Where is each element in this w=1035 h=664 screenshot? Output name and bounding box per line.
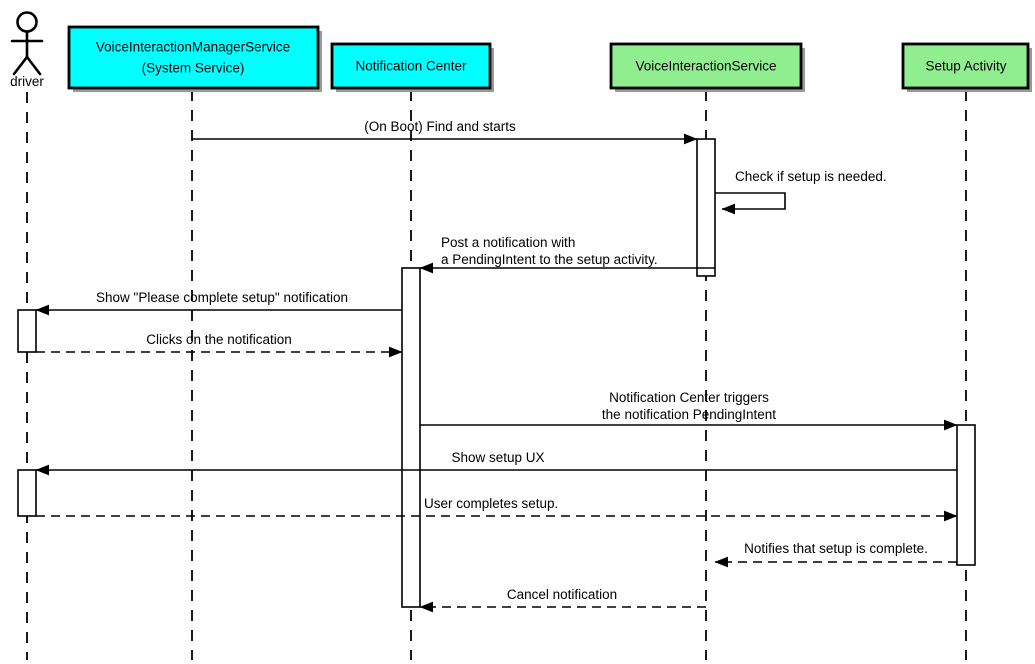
- message-label-m6-line1: Notification Center triggers: [609, 390, 769, 405]
- activation-bar-driver-2: [17, 469, 37, 517]
- participant-box-vims[interactable]: [67, 25, 320, 90]
- message-show-please-complete-setup-notification[interactable]: Show "Please complete setup" notificatio…: [35, 290, 402, 316]
- message-label-m9: Notifies that setup is complete.: [744, 541, 928, 556]
- participant-box-setup-activity[interactable]: [901, 42, 1030, 90]
- participant-label-vims-line1: VoiceInteractionManagerService: [96, 40, 290, 55]
- message-check-if-setup-is-needed[interactable]: Check if setup is needed.: [715, 169, 887, 215]
- activation-bars-group: [17, 138, 976, 608]
- participant-label-vims-line2: (System Service): [142, 61, 245, 76]
- participant-vis[interactable]: VoiceInteractionService: [609, 42, 805, 92]
- message-label-m3-line2: a PendingIntent to the setup activity.: [441, 252, 658, 267]
- message-show-setup-ux[interactable]: Show setup UX: [35, 450, 957, 476]
- participant-driver[interactable]: driver: [10, 11, 44, 90]
- activation-bar-vis: [696, 138, 716, 277]
- participant-label-setup-activity: Setup Activity: [925, 59, 1006, 74]
- activation-bar-notification-center: [401, 267, 421, 608]
- message-label-m6-line2: the notification PendingIntent: [602, 407, 776, 422]
- message-label-m8: User completes setup.: [424, 496, 558, 511]
- message-notification-center-triggers-pendingintent[interactable]: Notification Center triggers the notific…: [420, 390, 958, 431]
- participant-notification-center[interactable]: Notification Center: [330, 42, 494, 92]
- message-label-m10: Cancel notification: [507, 587, 617, 602]
- message-label-m3-line1: Post a notification with: [441, 235, 575, 250]
- message-label-m1: (On Boot) Find and starts: [364, 119, 516, 134]
- message-notifies-that-setup-is-complete[interactable]: Notifies that setup is complete.: [714, 541, 957, 568]
- actor-leg-right-icon: [25, 55, 42, 76]
- activation-bar-setup-activity: [956, 424, 976, 566]
- message-clicks-on-the-notification[interactable]: Clicks on the notification: [36, 332, 403, 358]
- participant-label-driver: driver: [10, 74, 44, 89]
- message-post-a-notification[interactable]: Post a notification with a PendingIntent…: [419, 235, 715, 274]
- participant-label-vis: VoiceInteractionService: [635, 59, 776, 74]
- message-label-m7: Show setup UX: [451, 450, 544, 465]
- participant-vims[interactable]: VoiceInteractionManagerService (System S…: [67, 25, 322, 92]
- message-label-m2: Check if setup is needed.: [735, 169, 887, 184]
- participant-box-notification-center[interactable]: [330, 42, 492, 90]
- message-cancel-notification[interactable]: Cancel notification: [419, 587, 706, 613]
- actor-leg-left-icon: [12, 55, 29, 76]
- participant-box-vis[interactable]: [609, 42, 803, 90]
- participant-setup-activity[interactable]: Setup Activity: [901, 42, 1032, 92]
- message-user-completes-setup[interactable]: User completes setup.: [36, 496, 958, 522]
- message-self-call-arrow: [715, 192, 786, 215]
- participant-label-notification-center: Notification Center: [355, 59, 467, 74]
- actor-head-icon: [16, 11, 38, 33]
- activation-bar-driver-1: [17, 309, 37, 353]
- message-on-boot-find-and-starts[interactable]: (On Boot) Find and starts: [192, 119, 698, 145]
- message-label-m5: Clicks on the notification: [146, 332, 292, 347]
- message-label-m4: Show "Please complete setup" notificatio…: [96, 290, 348, 305]
